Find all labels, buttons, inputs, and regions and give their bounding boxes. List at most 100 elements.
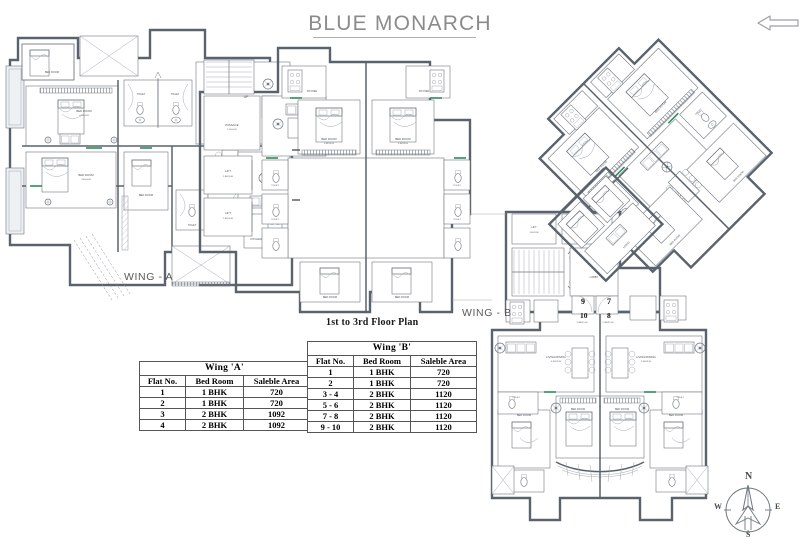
svg-text:5.50X3.35: 5.50X3.35 xyxy=(641,361,652,363)
svg-text:1.80X1.80: 1.80X1.80 xyxy=(223,218,234,220)
table-cell: 9 - 10 xyxy=(307,421,354,433)
wing-b-lower-block: LIVING/DINING 5.50X3.35 LIVING/DINING 5.… xyxy=(490,310,709,522)
table-cell: 720 xyxy=(410,377,477,389)
svg-text:TOILET: TOILET xyxy=(453,185,461,187)
svg-text:1.080X1.00: 1.080X1.00 xyxy=(602,322,614,324)
compass-rose: N E S W xyxy=(712,471,784,544)
page-title: BLUE MONARCH xyxy=(308,12,492,35)
svg-text:BED ROOM: BED ROOM xyxy=(45,70,59,74)
table-cell: 2 BHK xyxy=(353,388,411,400)
table-cell: 1 xyxy=(307,366,354,378)
svg-text:TOILET: TOILET xyxy=(188,224,197,227)
svg-text:KITCHEN: KITCHEN xyxy=(250,237,262,241)
table-cell: 1120 xyxy=(410,399,477,411)
table-cell: 2 xyxy=(139,397,186,409)
svg-text:TOILET: TOILET xyxy=(453,219,461,221)
wing-b-entry-wing: LIVING xyxy=(547,165,665,283)
table-cell: 5 - 6 xyxy=(307,399,354,411)
table-cell: 2 BHK xyxy=(185,419,244,431)
svg-text:BED ROOM: BED ROOM xyxy=(321,137,337,141)
svg-text:TOILET: TOILET xyxy=(512,397,520,399)
svg-text:TOILET: TOILET xyxy=(137,93,146,96)
svg-text:10: 10 xyxy=(580,311,588,320)
svg-text:TOILET: TOILET xyxy=(271,219,279,221)
table-cell: 1 BHK xyxy=(353,377,411,389)
svg-text:BED ROOM: BED ROOM xyxy=(517,413,531,417)
table-cell: 1 BHK xyxy=(185,397,244,409)
svg-text:BED ROOM: BED ROOM xyxy=(323,295,337,299)
svg-text:UP: UP xyxy=(244,95,249,99)
wing-a-label: WING - A xyxy=(124,271,174,283)
column-header: Flat No. xyxy=(139,375,186,387)
svg-text:BED ROOM: BED ROOM xyxy=(669,413,683,417)
svg-text:9: 9 xyxy=(581,297,585,306)
svg-text:BED ROOM: BED ROOM xyxy=(139,193,153,197)
svg-text:TOILET: TOILET xyxy=(676,397,684,399)
wing-b-upper-block: BED ROOM BED ROOM TOILET TOILET LIVING B… xyxy=(537,37,774,274)
table-cell: 1120 xyxy=(410,421,477,433)
table-cell: 720 xyxy=(243,397,310,409)
compass-rose-icon xyxy=(724,484,772,535)
table-cell: 2 BHK xyxy=(353,410,411,422)
svg-text:BED ROOM: BED ROOM xyxy=(395,137,411,141)
table-caption-row: Wing 'B' xyxy=(307,341,477,356)
svg-text:3.65x3.05: 3.65x3.05 xyxy=(81,179,91,181)
svg-text:1.080X1.00: 1.080X1.00 xyxy=(576,322,588,324)
svg-text:TOILET: TOILET xyxy=(271,185,279,187)
svg-text:LIFT: LIFT xyxy=(225,211,231,215)
table-cell: 720 xyxy=(243,386,310,398)
table-cell: 1092 xyxy=(243,419,310,431)
column-header: Saleble Area xyxy=(243,375,310,387)
table-cell: 1092 xyxy=(243,408,310,420)
svg-text:4.20x3.65: 4.20x3.65 xyxy=(79,115,89,117)
svg-text:BED ROOM: BED ROOM xyxy=(78,173,94,177)
table-cell: 1 xyxy=(139,386,186,398)
table-cell: 3 xyxy=(139,408,186,420)
table-cell: 2 xyxy=(307,377,354,389)
svg-text:7: 7 xyxy=(607,297,611,306)
svg-text:1.80X1.80: 1.80X1.80 xyxy=(529,232,539,234)
compass-south-label: S xyxy=(746,530,751,539)
table-cell: 4 xyxy=(139,419,186,431)
table-cell: 1120 xyxy=(410,410,477,422)
svg-text:PASSAGE: PASSAGE xyxy=(225,123,238,127)
title-underline xyxy=(313,37,476,38)
svg-text:LIFT: LIFT xyxy=(225,169,231,173)
svg-text:KITCHEN: KITCHEN xyxy=(307,90,318,93)
table-cell: 2 BHK xyxy=(353,399,411,411)
svg-text:1.50x3.60: 1.50x3.60 xyxy=(227,129,237,131)
compass-north-label: N xyxy=(745,471,753,482)
svg-text:LIVING/DINING: LIVING/DINING xyxy=(636,355,656,359)
svg-text:LIVING/DINING: LIVING/DINING xyxy=(546,355,566,359)
svg-text:1.80X1.80: 1.80X1.80 xyxy=(223,176,234,178)
compass-west-label: W xyxy=(714,502,722,511)
svg-text:8: 8 xyxy=(607,311,611,320)
table-caption: Wing 'B' xyxy=(307,341,477,356)
table-caption: Wing 'A' xyxy=(139,361,310,376)
table-cell: 2 BHK xyxy=(185,408,244,420)
svg-text:BED ROOM: BED ROOM xyxy=(76,109,92,113)
table-cell: 1 BHK xyxy=(353,366,411,378)
svg-text:3.65X3.05: 3.65X3.05 xyxy=(324,143,335,145)
table-cell: 7 - 8 xyxy=(307,410,354,422)
column-header: Flat No. xyxy=(307,355,354,367)
compass-east-label: E xyxy=(775,502,781,511)
central-core-block: PASSAGE 1.50x3.60 UP LIFT 1.80X1.80 LIFT… xyxy=(198,46,472,314)
svg-text:LIVING: LIVING xyxy=(622,240,631,249)
svg-text:BED ROOM: BED ROOM xyxy=(571,407,585,411)
